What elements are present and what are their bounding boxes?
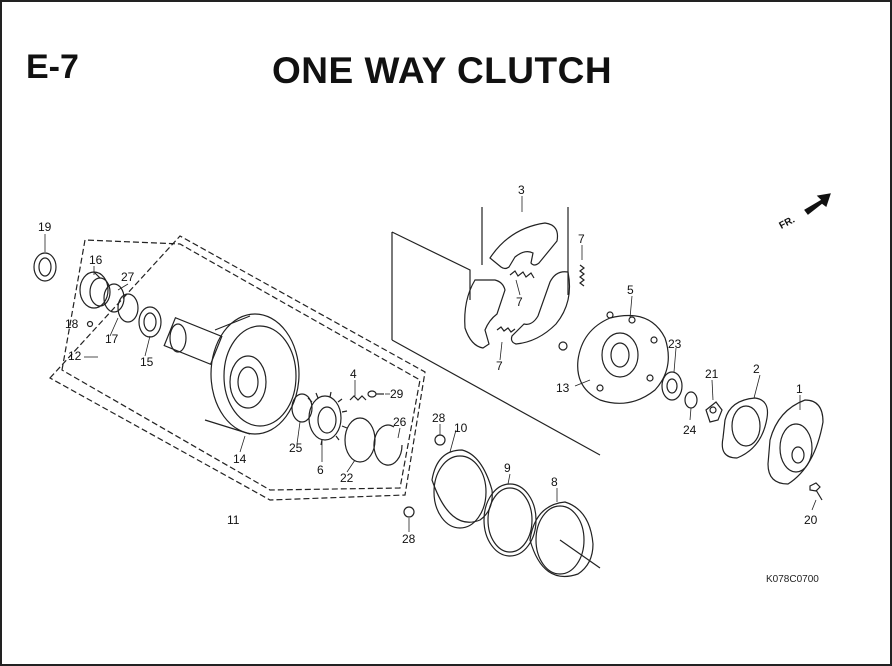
- label-part-10: 10: [454, 421, 468, 435]
- label-part-29: 29: [390, 387, 404, 401]
- part-27-circlip: [103, 283, 125, 313]
- label-part-24: 24: [683, 423, 697, 437]
- part-8-gasket: [529, 501, 601, 578]
- part-14-clutch-outer: [163, 313, 300, 435]
- label-part-22: 22: [340, 471, 354, 485]
- label-part-17: 17: [105, 332, 119, 346]
- part-1-clutch-cover: [767, 399, 824, 485]
- label-part-6: 6: [317, 463, 324, 477]
- diagram-title: ONE WAY CLUTCH: [272, 50, 613, 91]
- part-6-one-way-clutch: [307, 391, 348, 446]
- section-code: E-7: [26, 48, 79, 86]
- part-25-washer: [291, 393, 313, 423]
- front-direction-arrow-icon: [804, 193, 831, 215]
- part-21-collar: [705, 401, 723, 423]
- front-direction-label: FR.: [778, 214, 798, 231]
- part-4-spring: [349, 395, 367, 401]
- label-part-3: 3: [518, 183, 525, 197]
- label-part-12: 12: [68, 349, 82, 363]
- part-9-o-ring: [483, 483, 537, 557]
- label-part-28-lower: 28: [402, 532, 416, 546]
- label-part-4: 4: [350, 367, 357, 381]
- leader-lines: [44, 196, 817, 532]
- shoe-assembly-bracket: [391, 231, 471, 300]
- label-part-20: 20: [804, 513, 818, 527]
- label-part-2: 2: [753, 362, 760, 376]
- label-part-9: 9: [504, 461, 511, 475]
- label-part-11: 11: [227, 513, 240, 527]
- part-23-flange-nut: [661, 371, 683, 401]
- label-part-26: 26: [393, 415, 407, 429]
- part-3-clutch-shoes: [464, 222, 571, 349]
- clutch-shoe-e-clip: [558, 341, 568, 351]
- part-7-spring-b: [496, 326, 516, 333]
- part-22-side-plate: [344, 417, 376, 463]
- part-19-oil-seal: [33, 252, 57, 282]
- label-part-15: 15: [140, 355, 154, 369]
- part-number-labels: 19 16 27 18 17 12 15 14 11 4 29 26 25 6 …: [38, 183, 818, 546]
- part-17-washer: [117, 293, 139, 323]
- label-part-13: 13: [556, 381, 570, 395]
- assembly-boundary-outer: [49, 235, 426, 501]
- label-part-18: 18: [65, 317, 79, 331]
- label-part-23: 23: [668, 337, 682, 351]
- label-part-21: 21: [705, 367, 719, 381]
- label-part-25: 25: [289, 441, 303, 455]
- label-part-28-upper: 28: [432, 411, 446, 425]
- part-10-gasket: [431, 449, 493, 529]
- label-part-19: 19: [38, 220, 52, 234]
- label-part-7-middle: 7: [516, 295, 523, 309]
- label-part-14: 14: [233, 452, 247, 466]
- label-part-16: 16: [89, 253, 103, 267]
- shoe-bracket-line-2: [391, 339, 601, 456]
- reference-code: K078C0700: [766, 574, 819, 585]
- part-5-drive-plate: [577, 311, 669, 404]
- label-part-7-lower: 7: [496, 359, 503, 373]
- part-24-washer: [684, 391, 698, 409]
- part-15-lock-nut: [138, 306, 162, 338]
- label-part-27: 27: [121, 270, 135, 284]
- part-18-steel-ball: [86, 320, 94, 328]
- label-part-5: 5: [627, 283, 634, 297]
- part-29-pin: [367, 390, 384, 398]
- part-20-bolt: [809, 482, 823, 501]
- part-28-nut-b: [403, 506, 415, 518]
- part-28-nut-a: [434, 434, 446, 446]
- part-26-snap-ring: [373, 424, 403, 466]
- label-part-7-right: 7: [578, 232, 585, 246]
- part-7-spring-a: [509, 270, 535, 279]
- label-part-1: 1: [796, 382, 803, 396]
- label-part-8: 8: [551, 475, 558, 489]
- assembly-boundary-inner: [61, 239, 421, 491]
- part-7-spring-c: [579, 264, 585, 287]
- part-2-gasket: [721, 397, 769, 459]
